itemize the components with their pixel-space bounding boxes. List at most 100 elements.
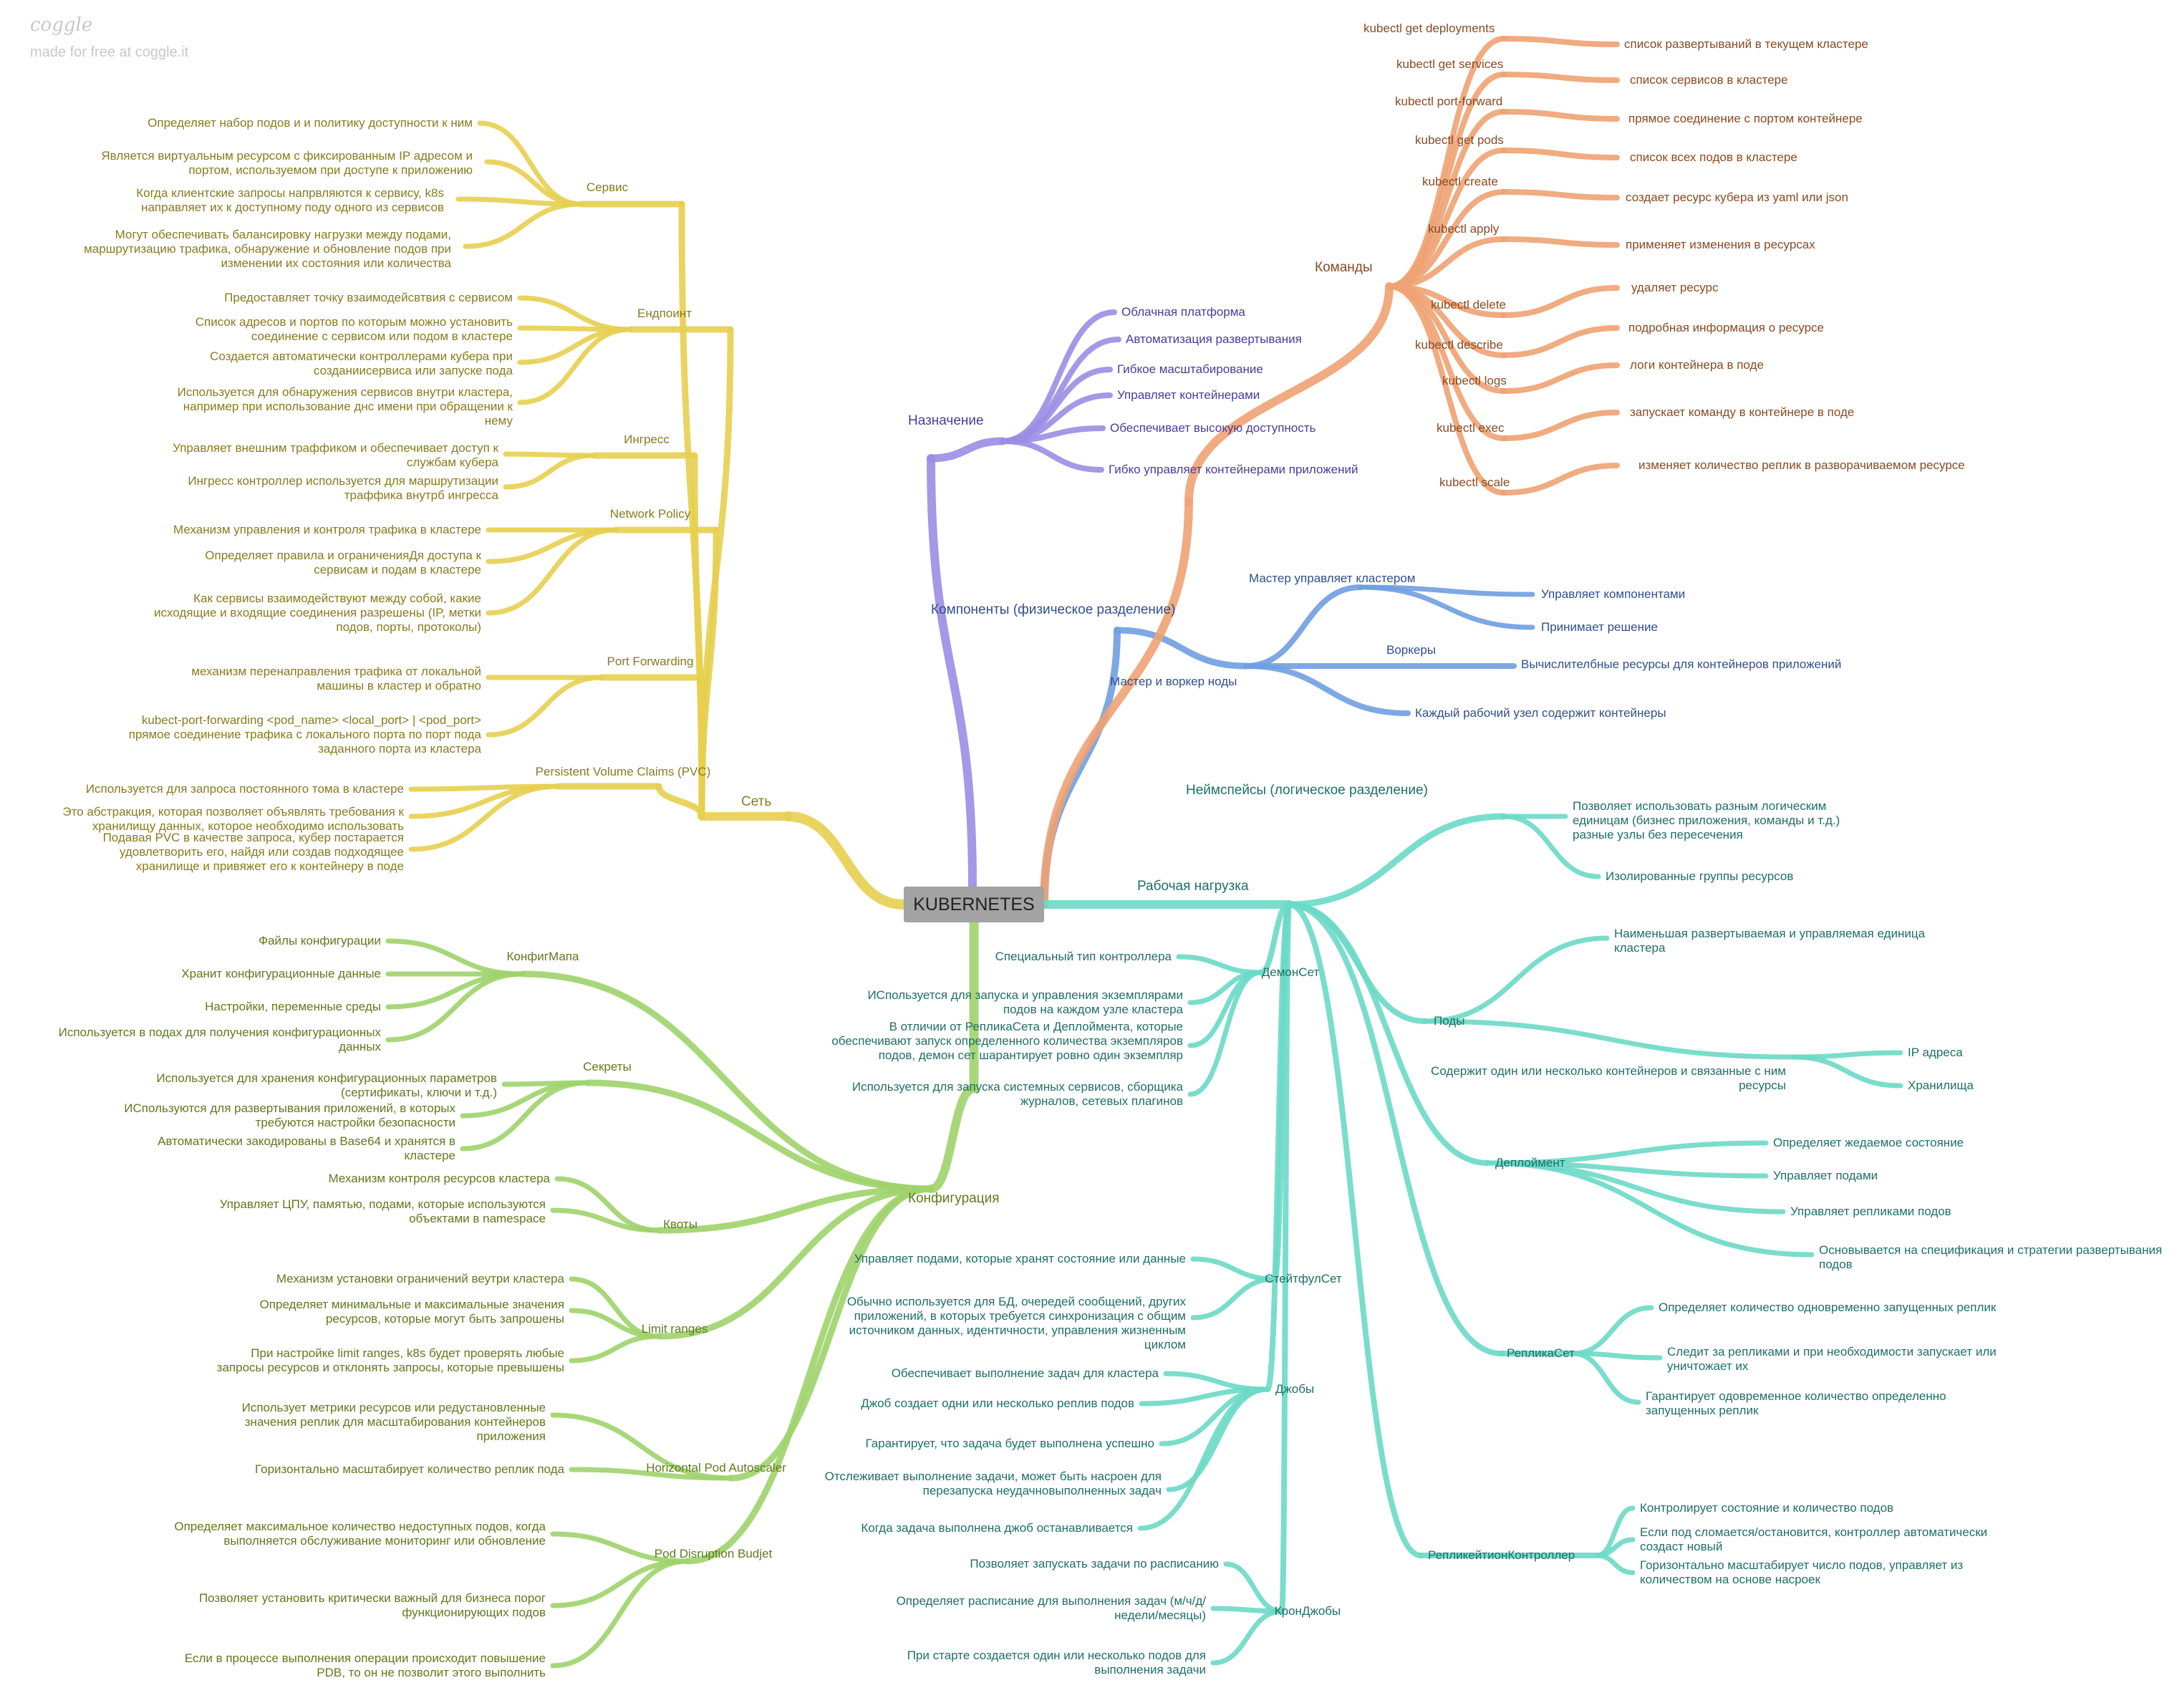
cmd-port-forward[interactable]: kubectl port-forward xyxy=(1395,95,1503,108)
leaf-workers-2[interactable]: Каждый рабочий узел содержит контейнеры xyxy=(1415,706,1666,720)
node-statefulset[interactable]: СтейтфулСет xyxy=(1265,1272,1342,1285)
leaf-quotas-1[interactable]: Механизм контроля ресурсов кластера xyxy=(328,1172,550,1185)
node-limit-ranges[interactable]: Limit ranges xyxy=(641,1322,708,1336)
leaf-statefulset-1[interactable]: Управляет подами, которые хранят состоян… xyxy=(854,1252,1186,1265)
leaf-endpoint-2[interactable]: Список адресов и портов по которым можно… xyxy=(195,315,513,343)
leaf-netpol-1[interactable]: Механизм управления и контроля трафика в… xyxy=(173,523,481,536)
node-workers[interactable]: Воркеры xyxy=(1386,643,1437,657)
leaf-master-2[interactable]: Принимает решение xyxy=(1541,620,1658,634)
node-ingress[interactable]: Ингресс xyxy=(624,433,670,446)
cmd-desc-2[interactable]: список сервисов в кластере xyxy=(1630,73,1788,87)
leaf-hpa-2[interactable]: Горизонтально масштабирует количество ре… xyxy=(255,1462,564,1476)
leaf-portfwd-1[interactable]: механизм перенаправления трафика от лока… xyxy=(191,665,481,693)
leaf-daemonset-1[interactable]: Специальный тип контроллера xyxy=(995,950,1172,963)
leaf-portfwd-2[interactable]: kubect-port-forwarding <pod_name> <local… xyxy=(128,713,481,756)
branch-commands[interactable]: Команды xyxy=(1315,260,1373,275)
cmd-get-services[interactable]: kubectl get services xyxy=(1396,57,1504,71)
node-jobs[interactable]: Джобы xyxy=(1275,1382,1315,1396)
leaf-deployment-4[interactable]: Основывается на спецификация и стратегии… xyxy=(1819,1243,2163,1271)
cmd-desc-11[interactable]: изменяет количество реплик в разворачива… xyxy=(1638,458,1965,472)
leaf-configmap-1[interactable]: Файлы конфигурации xyxy=(259,934,381,947)
leaf-pods-2[interactable]: Содержит один или несколько контейнеров … xyxy=(1431,1064,1786,1092)
node-configmap[interactable]: КонфигМапа xyxy=(506,950,579,963)
node-master[interactable]: Мастер управляет кластером xyxy=(1249,571,1416,585)
root-node[interactable]: KUBERNETES xyxy=(904,887,1044,922)
node-pods[interactable]: Поды xyxy=(1434,1014,1465,1028)
leaf-master-1[interactable]: Управляет компонентами xyxy=(1541,587,1686,601)
cmd-get-pods[interactable]: kubectl get pods xyxy=(1415,133,1504,147)
cmd-desc-8[interactable]: подробная информация о ресурсе xyxy=(1628,321,1825,334)
leaf-purpose-6[interactable]: Гибко управляет контейнерами приложений xyxy=(1109,463,1358,476)
leaf-ingress-1[interactable]: Управляет внешним траффиком и обеспечива… xyxy=(173,441,498,469)
leaf-daemonset-3[interactable]: В отличии от РепликаСета и Деплоймента, … xyxy=(831,1020,1183,1062)
leaf-quotas-2[interactable]: Управляет ЦПУ, памятью, подами, которые … xyxy=(219,1197,546,1225)
cmd-get-deployments[interactable]: kubectl get deployments xyxy=(1363,21,1495,35)
node-replication-controller[interactable]: РепликейтионКонтроллер xyxy=(1428,1548,1575,1562)
leaf-secrets-1[interactable]: Используется для хранения конфигурационн… xyxy=(156,1071,497,1099)
leaf-pods-1[interactable]: Наименьшая развертываемая и управляемая … xyxy=(1614,927,1926,955)
leaf-replicaset-3[interactable]: Гарантирует одовременное количество опре… xyxy=(1646,1389,1946,1417)
leaf-service-3[interactable]: Когда клиентские запросы напрвляются к с… xyxy=(136,186,444,214)
node-quotas[interactable]: Квоты xyxy=(663,1217,697,1231)
cmd-desc-6[interactable]: применяет изменения в ресурсах xyxy=(1626,238,1815,251)
leaf-jobs-5[interactable]: Когда задача выполнена джоб останавливае… xyxy=(861,1521,1133,1535)
leaf-endpoint-1[interactable]: Предоставляет точку взаимодейсвтвия с се… xyxy=(224,291,513,304)
branch-purpose[interactable]: Назначение xyxy=(908,413,984,428)
leaf-service-4[interactable]: Могут обеспечивать балансировку нагрузки… xyxy=(84,228,451,270)
cmd-desc-10[interactable]: запускает команду в контейнере в поде xyxy=(1630,405,1855,419)
leaf-rc-1[interactable]: Контролирует состояние и количество подо… xyxy=(1640,1501,1894,1515)
leaf-namespaces-2[interactable]: Изолированные группы ресурсов xyxy=(1606,869,1794,883)
leaf-purpose-1[interactable]: Облачная платформа xyxy=(1121,305,1245,319)
leaf-configmap-4[interactable]: Используется в подах для получения конфи… xyxy=(58,1026,381,1053)
leaf-jobs-2[interactable]: Джоб создает одни или несколько реплив п… xyxy=(861,1396,1134,1410)
leaf-service-1[interactable]: Определяет набор подов и и политику дост… xyxy=(148,116,473,130)
leaf-purpose-2[interactable]: Автоматизация развертывания xyxy=(1126,332,1302,346)
leaf-endpoint-4[interactable]: Используется для обнаружения сервисов вн… xyxy=(177,385,513,428)
cmd-desc-1[interactable]: список развертываний в текущем кластере xyxy=(1624,37,1868,51)
leaf-limits-1[interactable]: Механизм установки ограничений веутри кл… xyxy=(276,1272,564,1285)
leaf-pvc-2[interactable]: Это абстракция, которая позволяет объявл… xyxy=(62,805,404,833)
cmd-create[interactable]: kubectl create xyxy=(1422,175,1498,188)
leaf-jobs-3[interactable]: Гарантирует, что задача будет выполнена … xyxy=(865,1437,1154,1450)
leaf-cronjobs-1[interactable]: Позволяет запускать задачи по расписанию xyxy=(970,1557,1219,1571)
node-network-policy[interactable]: Network Policy xyxy=(609,507,691,521)
cmd-scale[interactable]: kubectl scale xyxy=(1439,476,1510,489)
leaf-configmap-3[interactable]: Настройки, переменные среды xyxy=(205,1000,381,1013)
node-deployment[interactable]: Деплоймент xyxy=(1495,1156,1565,1169)
leaf-pdb-2[interactable]: Позволяет установить критически важный д… xyxy=(198,1591,546,1619)
node-port-forwarding[interactable]: Port Forwarding xyxy=(607,655,694,668)
leaf-pvc-1[interactable]: Используется для запроса постоянного том… xyxy=(85,782,404,796)
branch-workload[interactable]: Рабочая нагрузка xyxy=(1137,879,1249,894)
cmd-desc-9[interactable]: логи контейнера в поде xyxy=(1630,358,1764,372)
coggle-tagline[interactable]: made for free at coggle.it xyxy=(30,44,189,60)
leaf-limits-2[interactable]: Определяет минимальные и максимальные зн… xyxy=(259,1298,564,1326)
node-pdb[interactable]: Pod Disruption Budjet xyxy=(654,1547,773,1560)
node-replicaset[interactable]: РепликаСет xyxy=(1507,1346,1575,1360)
leaf-pdb-1[interactable]: Определяет максимальное количество недос… xyxy=(174,1520,546,1548)
cmd-logs[interactable]: kubectl logs xyxy=(1442,374,1507,387)
leaf-cronjobs-2[interactable]: Определяет расписание для выполнения зад… xyxy=(896,1594,1206,1622)
leaf-deployment-3[interactable]: Управляет репликами подов xyxy=(1790,1205,1951,1218)
cmd-exec[interactable]: kubectl exec xyxy=(1437,421,1505,435)
leaf-service-2[interactable]: Является виртуальным ресурсом с фиксиров… xyxy=(101,149,473,177)
leaf-hpa-1[interactable]: Использует метрики ресурсов или редустан… xyxy=(241,1401,546,1443)
leaf-pods-storage[interactable]: Хранилища xyxy=(1908,1079,1974,1092)
leaf-pvc-3[interactable]: Подавая PVC в качестве запроса, кубер по… xyxy=(102,831,404,873)
leaf-endpoint-3[interactable]: Создается автоматически контроллерами ку… xyxy=(210,349,513,377)
leaf-netpol-3[interactable]: Как сервисы взаимодействуют между собой,… xyxy=(153,592,481,634)
leaf-secrets-3[interactable]: Автоматически закодированы в Base64 и хр… xyxy=(158,1134,455,1162)
leaf-purpose-3[interactable]: Гибкое масштабирование xyxy=(1117,362,1263,376)
node-namespaces[interactable]: Неймспейсы (логическое разделение) xyxy=(1186,783,1428,798)
leaf-pdb-3[interactable]: Если в процессе выполнения операции прои… xyxy=(184,1651,546,1679)
leaf-deployment-2[interactable]: Управляет подами xyxy=(1773,1169,1878,1182)
leaf-purpose-5[interactable]: Обеспечивает высокую доступность xyxy=(1110,421,1316,435)
node-service[interactable]: Сервис xyxy=(586,180,629,194)
node-cronjobs[interactable]: КронДжобы xyxy=(1274,1604,1341,1618)
leaf-pods-ip[interactable]: IP адреса xyxy=(1908,1046,1963,1059)
leaf-jobs-4[interactable]: Отслеживает выполнение задачи, может быт… xyxy=(824,1470,1162,1497)
leaf-configmap-2[interactable]: Хранит конфигурационные данные xyxy=(181,967,381,980)
leaf-daemonset-4[interactable]: Используется для запуска системных серви… xyxy=(851,1080,1183,1108)
leaf-jobs-1[interactable]: Обеспечивает выполнение задач для класте… xyxy=(891,1366,1159,1380)
branch-config[interactable]: Конфигурация xyxy=(908,1191,1000,1206)
leaf-deployment-1[interactable]: Определяет жедаемое состояние xyxy=(1773,1136,1964,1149)
